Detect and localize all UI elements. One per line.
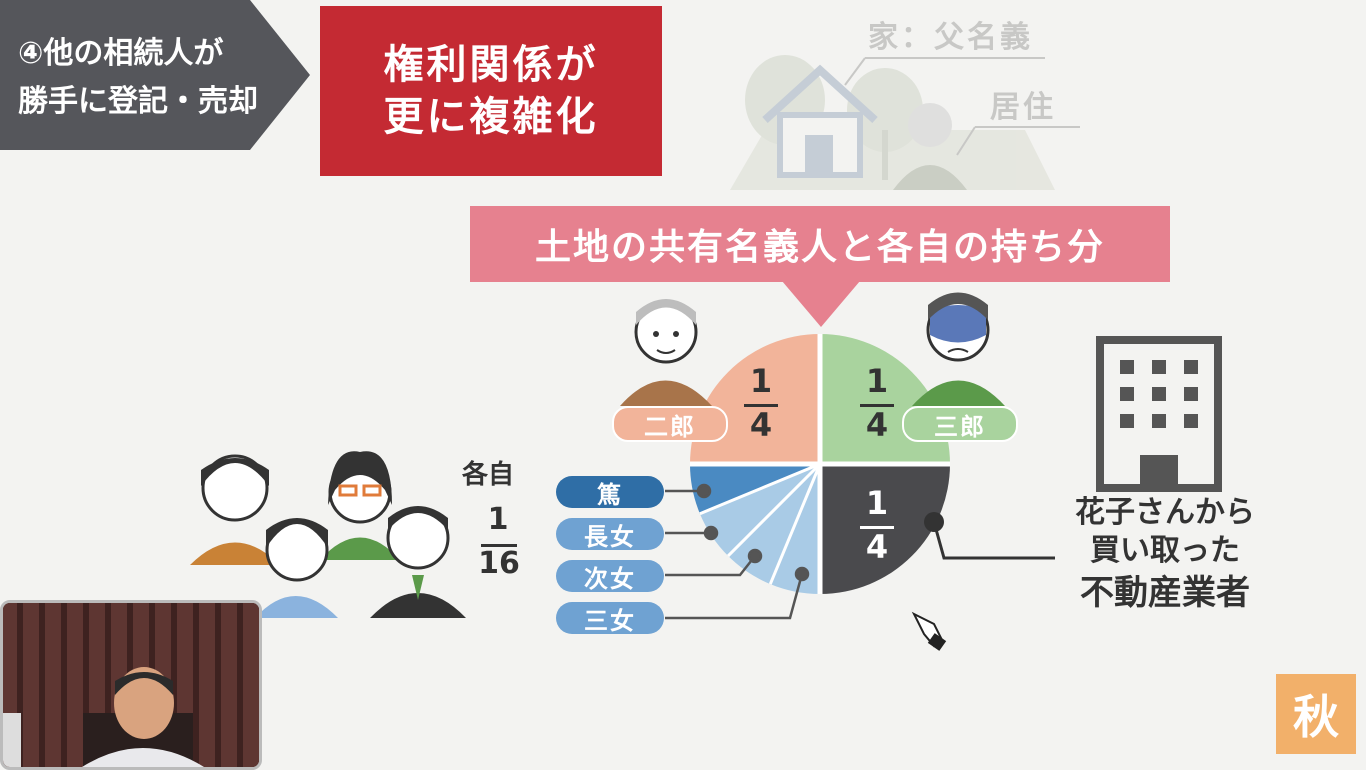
headline-line2: 更に複雑化: [383, 94, 599, 140]
presenter-video[interactable]: [0, 600, 262, 770]
jiro-share-numerator: 1: [749, 362, 773, 400]
heir-pill-second-daughter: 次女: [556, 560, 664, 593]
agent-share-denominator: 4: [865, 528, 889, 566]
agent-share-bar: [860, 526, 894, 529]
saburo-share-bar: [860, 404, 894, 407]
building-icon: [1096, 336, 1222, 492]
saburo-avatar: [912, 292, 1005, 406]
buyer-line2: 買い取った: [1090, 533, 1240, 568]
heirs-group-avatars: [190, 451, 466, 618]
presenter-image: [3, 603, 259, 767]
channel-logo: 秋: [1276, 674, 1356, 754]
buyer-line3: 不動産業者: [1080, 573, 1250, 613]
each-label: 各自: [462, 460, 515, 490]
step-banner-line2: 勝手に登記・売却: [18, 84, 258, 119]
house-owner-label: 家：父名義: [868, 20, 1033, 55]
jiro-share-denominator: 4: [749, 406, 773, 444]
pie-slice-agent: [820, 464, 950, 594]
jiro-share-bar: [744, 404, 778, 407]
house-illustration: [730, 55, 1080, 190]
headline-line1: 権利関係が: [383, 42, 599, 88]
residence-label: 居住: [990, 90, 1056, 125]
saburo-name-pill: 三郎: [902, 406, 1018, 442]
step-banner: ④他の相続人が 勝手に登記・売却: [0, 0, 310, 150]
heir-pill-atsushi: 篤: [556, 476, 664, 509]
each-share-numerator: 1: [487, 502, 509, 537]
jiro-avatar: [620, 299, 712, 406]
heir-pill-third-daughter: 三女: [556, 602, 664, 635]
step-banner-line1: ④他の相続人が: [18, 36, 224, 71]
share-banner-text: 土地の共有名義人と各自の持ち分: [534, 227, 1105, 268]
pie-slice-heir-2: [699, 464, 820, 556]
saburo-share-denominator: 4: [865, 406, 889, 444]
down-arrow-icon: [782, 281, 860, 327]
headline-box: 権利関係が 更に複雑化: [320, 6, 662, 176]
each-share-bar: [481, 544, 517, 547]
hand-cursor-icon: [911, 611, 947, 651]
share-banner: 土地の共有名義人と各自の持ち分: [470, 206, 1170, 282]
each-share-denominator: 16: [478, 546, 520, 581]
agent-share-numerator: 1: [865, 484, 889, 522]
saburo-share-numerator: 1: [865, 362, 889, 400]
buyer-label: 花子さんから 買い取った 不動産業者: [1040, 494, 1290, 616]
jiro-name-pill: 二郎: [612, 406, 728, 442]
heir-pill-eldest-daughter: 長女: [556, 518, 664, 551]
buyer-line1: 花子さんから: [1075, 495, 1255, 530]
